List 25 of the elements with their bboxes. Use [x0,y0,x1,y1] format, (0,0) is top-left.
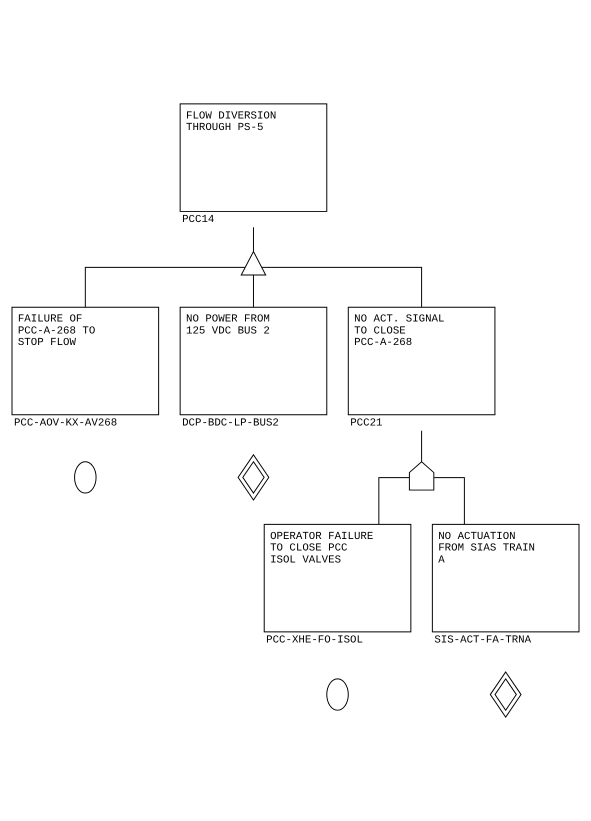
connector [84,266,246,308]
node-diamond [238,454,270,501]
connector [252,226,254,252]
connector [434,477,465,525]
node-label: DCP-BDC-LP-BUS2 [182,417,279,430]
node-label: PCC14 [182,214,214,226]
node-label: SIS-ACT-FA-TRNA [434,634,532,646]
node-box: NO POWER FROM 125 VDC BUS 2 [180,306,328,416]
connector [252,274,254,308]
node-label: PCC21 [350,417,383,430]
node-gate [240,250,266,276]
node-diamond [490,671,522,718]
node-label: PCC-XHE-FO-ISOL [266,634,363,646]
connector [421,430,422,462]
node-box: OPERATOR FAILURE TO CLOSE PCC ISOL VALVES [264,524,412,632]
node-box: NO ACT. SIGNAL TO CLOSE PCC-A-268 [348,306,496,416]
node-gate [408,461,434,491]
node-box: NO ACTUATION FROM SIAS TRAIN A [432,524,580,632]
node-box: FAILURE OF PCC-A-268 TO STOP FLOW [12,306,160,416]
node-circle [74,461,97,494]
connector [262,266,422,308]
node-box: FLOW DIVERSION THROUGH PS-5 [180,103,328,212]
node-label: PCC-AOV-KX-AV268 [14,417,118,430]
node-circle [326,678,349,711]
connector [378,477,410,525]
